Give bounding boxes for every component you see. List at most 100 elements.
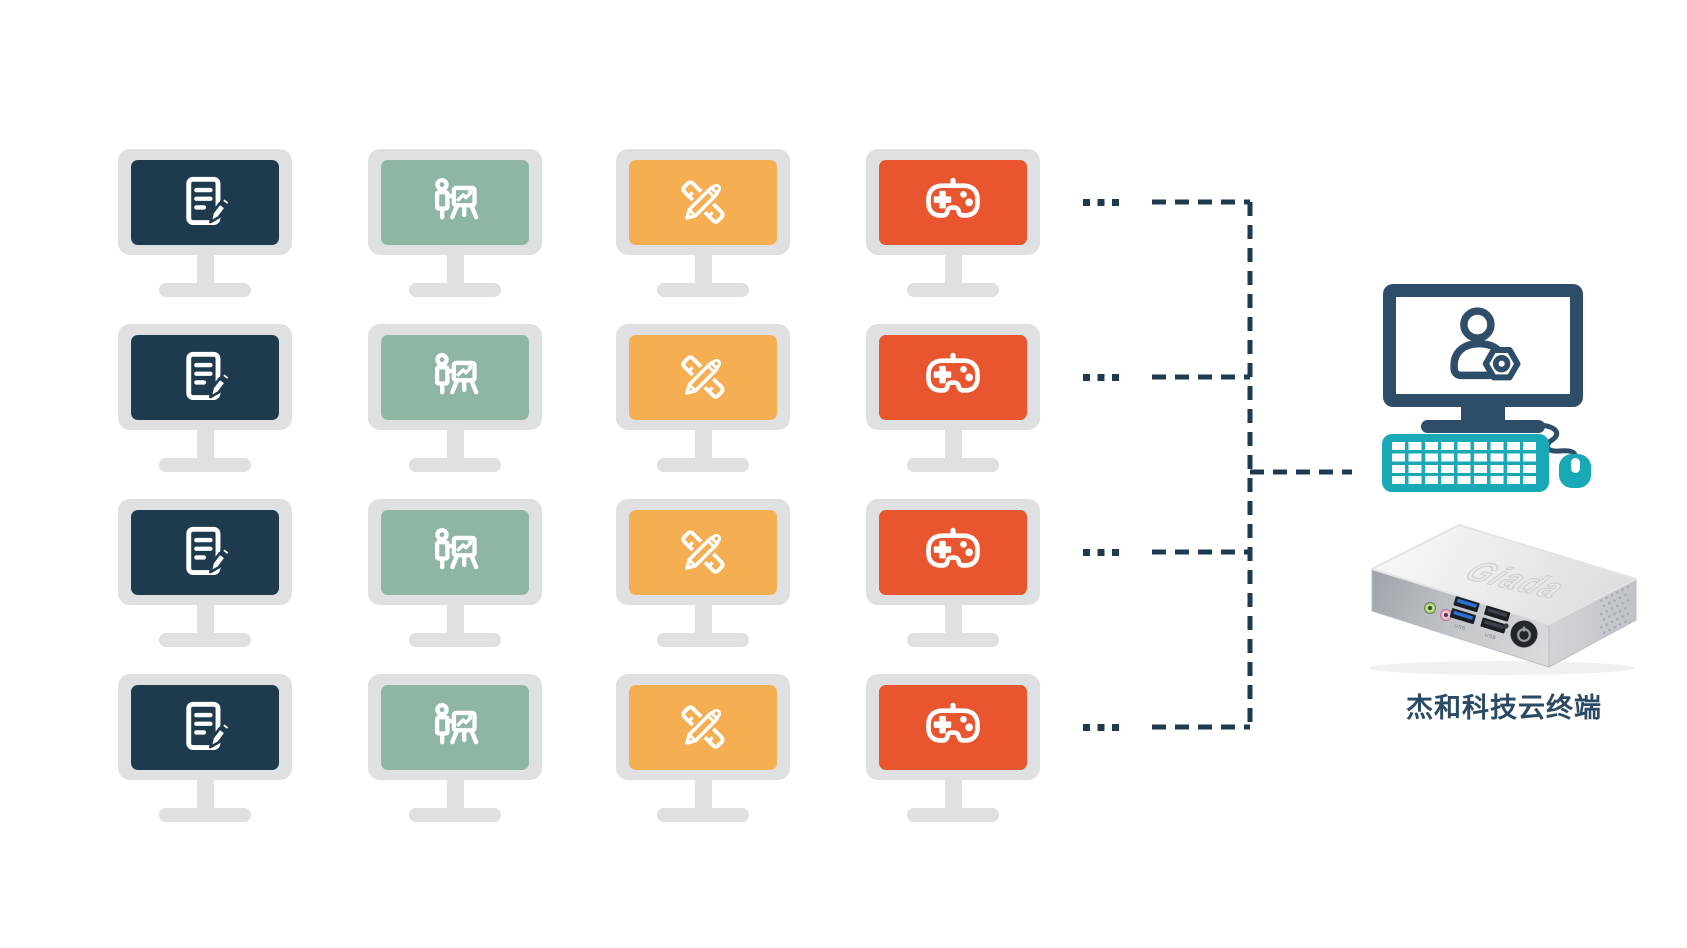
monitor-base <box>907 283 999 297</box>
monitor-base <box>907 633 999 647</box>
workstation-monitor-gaming <box>866 674 1040 822</box>
monitor-base <box>657 633 749 647</box>
monitor-bezel <box>616 324 790 430</box>
gamepad-icon <box>925 526 981 578</box>
monitor-screen <box>131 509 279 595</box>
dashed-connector-lines <box>1152 199 1352 730</box>
ellipsis-icon <box>1083 199 1119 206</box>
monitor-neck <box>694 779 712 810</box>
monitor-neck <box>196 254 214 285</box>
workstation-monitor-document <box>118 324 292 472</box>
device-front-face <box>1371 568 1550 668</box>
monitor-base <box>657 458 749 472</box>
monitor-screen <box>131 684 279 770</box>
monitor-screen <box>381 334 529 420</box>
monitor-neck <box>196 779 214 810</box>
mic-in-jack-hole <box>1444 613 1448 617</box>
monitor-bezel <box>118 674 292 780</box>
monitor-bezel <box>866 149 1040 255</box>
client-monitor-base <box>1421 420 1545 433</box>
monitor-screen <box>131 334 279 420</box>
monitor-neck <box>196 429 214 460</box>
monitor-bezel <box>866 499 1040 605</box>
workstation-monitor-document <box>118 674 292 822</box>
device-top-face <box>1371 524 1637 625</box>
monitor-screen <box>879 334 1027 420</box>
monitor-bezel <box>616 499 790 605</box>
monitor-neck <box>944 429 962 460</box>
monitor-neck <box>944 254 962 285</box>
device-front-ports: USB USB <box>1423 596 1538 648</box>
presentation-chart-icon <box>427 351 483 403</box>
workstation-monitor-presentation <box>368 499 542 647</box>
usb-label-left: USB <box>1453 623 1466 632</box>
monitor-base <box>657 283 749 297</box>
workstation-monitor-design <box>616 499 790 647</box>
presentation-chart-icon <box>427 176 483 228</box>
keyboard <box>1382 434 1549 492</box>
ruler-pencil-icon <box>675 176 731 228</box>
monitor-base <box>409 808 501 822</box>
workstation-monitor-presentation <box>368 674 542 822</box>
presentation-chart-icon <box>427 701 483 753</box>
monitor-base <box>907 808 999 822</box>
workstation-monitor-gaming <box>866 149 1040 297</box>
document-edit-icon <box>177 351 233 403</box>
monitor-screen <box>629 684 777 770</box>
monitor-screen <box>879 684 1027 770</box>
document-edit-icon <box>177 176 233 228</box>
device-shadow <box>1369 661 1635 675</box>
cloud-terminal-device: Giada USB USB <box>1369 524 1637 675</box>
audio-out-jack <box>1423 601 1437 615</box>
device-caption: 杰和科技云终端 <box>1406 693 1602 723</box>
device-vent-grille <box>1600 585 1629 636</box>
monitor-bezel <box>866 324 1040 430</box>
monitor-neck <box>694 604 712 635</box>
monitor-neck <box>944 779 962 810</box>
presentation-chart-icon <box>427 526 483 578</box>
mouse <box>1559 454 1591 488</box>
document-edit-icon <box>177 526 233 578</box>
workstation-monitor-document <box>118 499 292 647</box>
monitor-screen <box>629 334 777 420</box>
monitor-screen <box>629 159 777 245</box>
workstation-monitor-design <box>616 324 790 472</box>
status-led <box>1503 623 1509 629</box>
gamepad-icon <box>925 701 981 753</box>
monitor-screen <box>879 509 1027 595</box>
monitor-screen <box>131 159 279 245</box>
workstation-monitor-gaming <box>866 499 1040 647</box>
monitor-screen <box>381 159 529 245</box>
monitor-base <box>159 633 251 647</box>
ellipsis-icon <box>1083 549 1119 556</box>
monitor-neck <box>196 604 214 635</box>
gamepad-icon <box>925 176 981 228</box>
monitor-bezel <box>616 674 790 780</box>
monitor-screen <box>879 159 1027 245</box>
monitor-base <box>159 283 251 297</box>
monitor-screen <box>629 509 777 595</box>
document-edit-icon <box>177 701 233 753</box>
monitor-bezel <box>118 324 292 430</box>
monitor-base <box>409 633 501 647</box>
client-monitor-neck <box>1461 404 1505 423</box>
device-side-face <box>1548 578 1637 668</box>
monitor-bezel <box>368 149 542 255</box>
mic-in-jack <box>1439 608 1453 622</box>
monitor-bezel <box>866 674 1040 780</box>
device-logo: Giada <box>1457 555 1576 604</box>
workstation-monitor-presentation <box>368 324 542 472</box>
ruler-pencil-icon <box>675 701 731 753</box>
monitor-neck <box>446 429 464 460</box>
monitor-neck <box>694 254 712 285</box>
monitor-neck <box>446 604 464 635</box>
monitor-screen <box>381 684 529 770</box>
monitor-bezel <box>118 499 292 605</box>
monitor-base <box>657 808 749 822</box>
monitor-base <box>159 458 251 472</box>
monitor-neck <box>944 604 962 635</box>
user-gear-icon <box>1435 305 1531 387</box>
monitor-neck <box>446 779 464 810</box>
monitor-neck <box>446 254 464 285</box>
